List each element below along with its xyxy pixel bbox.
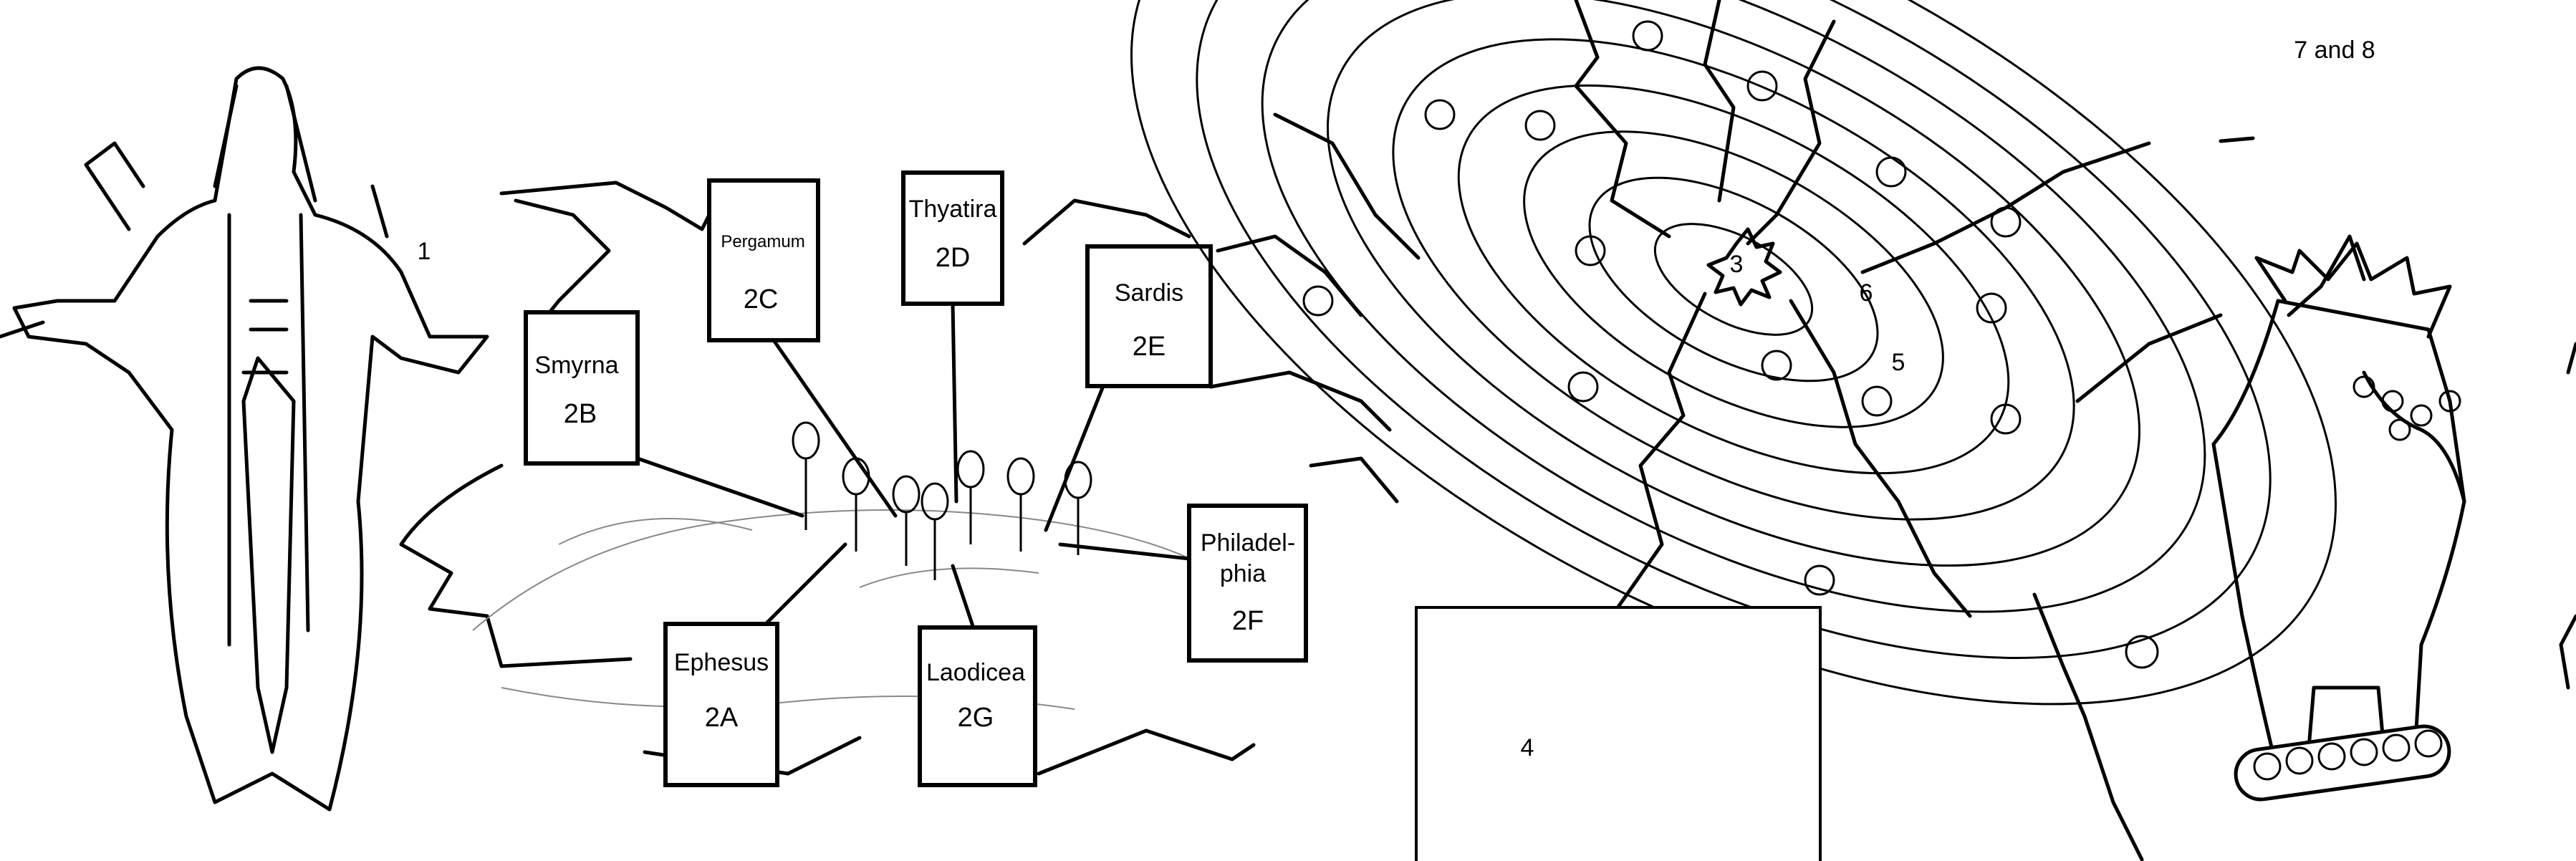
label-1: 1 xyxy=(418,238,431,265)
church-philadelphia: Philadel- phia 2F xyxy=(1187,504,1308,663)
ring-beings xyxy=(1302,20,2159,669)
church-sardis: Sardis 2E xyxy=(1085,244,1213,388)
label-6: 6 xyxy=(1860,279,1873,307)
church-smyrna: Smyrna 2B xyxy=(524,310,640,466)
church-laodicea: Laodicea 2G xyxy=(918,625,1037,787)
concentric-rings xyxy=(1130,0,2337,706)
lamb-with-seven-horns-drawing xyxy=(2211,234,2466,802)
seven-candlesticks xyxy=(792,421,1092,580)
church-code: 2E xyxy=(1133,332,1166,362)
label-3: 3 xyxy=(1730,251,1744,278)
church-code: 2C xyxy=(744,284,779,314)
church-name: Sardis xyxy=(1115,279,1183,307)
robed-figure-drawing xyxy=(0,66,489,812)
church-name: Pergamum xyxy=(721,232,804,251)
church-code: 2D xyxy=(936,243,971,273)
church-code: 2B xyxy=(564,399,597,429)
church-code: 2A xyxy=(705,703,739,733)
throne-panel xyxy=(1415,606,1822,861)
church-name: Smyrna xyxy=(534,352,618,379)
church-thyatira: Thyatira 2D xyxy=(901,170,1004,306)
church-code: 2G xyxy=(958,703,994,733)
stroke-mark xyxy=(2219,136,2255,143)
church-name-line1: Philadel- xyxy=(1201,529,1295,557)
church-code: 2F xyxy=(1232,606,1264,636)
church-name: Laodicea xyxy=(926,659,1025,686)
church-name-line2: phia xyxy=(1220,560,1266,587)
church-pergamum: Pergamum 2C xyxy=(707,178,820,342)
lightning-bolts xyxy=(1273,0,2223,861)
label-4: 4 xyxy=(1521,734,1534,761)
label-5: 5 xyxy=(1892,349,1905,376)
label-7-and-8: 7 and 8 xyxy=(2294,37,2375,64)
church-ephesus: Ephesus 2A xyxy=(663,622,779,787)
edge-figure-fragment xyxy=(2559,342,2576,690)
church-name: Ephesus xyxy=(674,649,769,676)
church-name: Thyatira xyxy=(909,196,997,223)
connecting-lines xyxy=(635,302,1191,632)
